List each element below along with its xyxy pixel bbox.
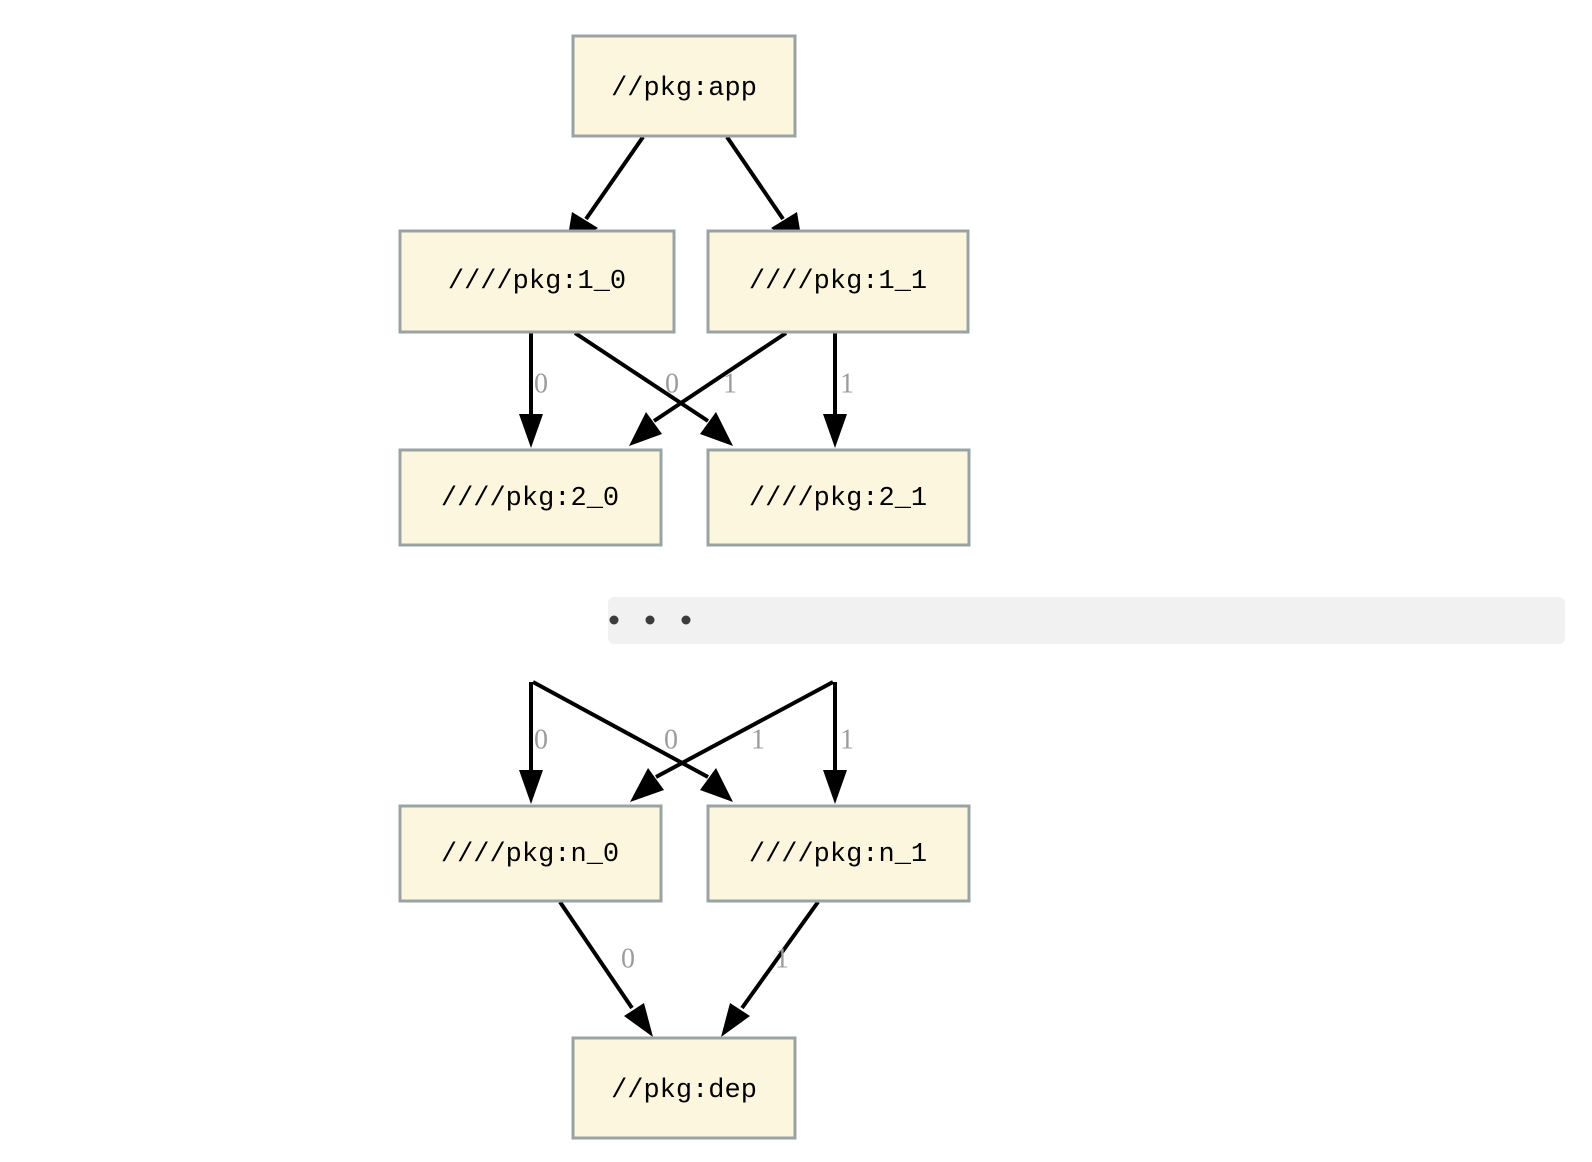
node-pkg-2_0[interactable]: ////pkg:2_0 <box>398 448 663 547</box>
edge-line <box>532 680 709 779</box>
node-box[interactable] <box>398 448 663 547</box>
node-label: ////pkg:2_1 <box>749 484 927 514</box>
edge-line <box>652 331 788 423</box>
node-app[interactable]: //pkg:app <box>571 34 797 138</box>
edge-label: 1 <box>723 368 737 399</box>
edge-n_1-to-dep: 1 <box>721 900 820 1037</box>
node-label: ////pkg:1_0 <box>448 267 626 297</box>
node-label: ////pkg:2_0 <box>441 484 619 514</box>
edge-dots2-to-n_1: 1 <box>823 682 854 804</box>
edge-dots-to-n_1: 0 <box>532 680 733 802</box>
edge-dots2-to-n_0: 1 <box>630 680 834 802</box>
edge-label: 0 <box>665 368 679 399</box>
edge-label: 1 <box>751 724 765 755</box>
edge-line <box>584 135 645 221</box>
edge-line <box>655 680 834 779</box>
edge-dots-to-n_0: 0 <box>519 682 548 804</box>
node-box[interactable] <box>398 229 676 334</box>
edge-1_1-to-2_1: 1 <box>823 333 854 448</box>
node-box[interactable] <box>571 34 797 138</box>
edge-label: 1 <box>840 724 854 755</box>
arrowhead-icon <box>721 1003 750 1037</box>
ellipsis-group <box>608 597 1565 644</box>
node-box[interactable] <box>706 804 971 903</box>
edge-1_0-to-2_1: 0 <box>573 331 733 446</box>
edge-label: 0 <box>534 368 548 399</box>
edge-n_0-to-dep: 0 <box>558 900 653 1037</box>
edge-1_0-to-2_0: 0 <box>519 333 548 448</box>
node-pkg-2_1[interactable]: ////pkg:2_1 <box>706 448 971 547</box>
arrowhead-icon <box>700 768 733 802</box>
edge-label: 0 <box>534 724 548 755</box>
edge-line <box>573 331 710 423</box>
node-box[interactable] <box>398 804 663 903</box>
edge-1_1-to-2_0: 1 <box>629 331 788 446</box>
ellipsis-dot-1 <box>609 615 619 625</box>
node-label: //pkg:app <box>611 74 757 104</box>
edge-label: 0 <box>621 943 635 974</box>
ellipsis-dot-3 <box>681 615 691 625</box>
node-pkg-1_1[interactable]: ////pkg:1_1 <box>706 229 970 334</box>
edge-line <box>740 900 820 1010</box>
node-label: //pkg:dep <box>611 1076 757 1106</box>
edge-line <box>558 900 634 1010</box>
node-label: ////pkg:1_1 <box>749 267 927 297</box>
node-box[interactable] <box>571 1036 797 1140</box>
ellipsis-band <box>608 597 1565 644</box>
node-label: ////pkg:n_0 <box>441 840 619 870</box>
node-pkg-n_1[interactable]: ////pkg:n_1 <box>706 804 971 903</box>
edge-label: 1 <box>840 368 854 399</box>
arrowhead-icon <box>823 414 847 448</box>
arrowhead-icon <box>624 1003 653 1037</box>
arrowhead-icon <box>519 414 543 448</box>
edge-line <box>725 135 785 221</box>
edge-label: 0 <box>664 724 678 755</box>
node-label: ////pkg:n_1 <box>749 840 927 870</box>
ellipsis-dot-2 <box>645 615 655 625</box>
node-pkg-n_0[interactable]: ////pkg:n_0 <box>398 804 663 903</box>
node-box[interactable] <box>706 448 971 547</box>
arrowhead-icon <box>700 412 733 446</box>
node-pkg-1_0[interactable]: ////pkg:1_0 <box>398 229 676 334</box>
node-dep[interactable]: //pkg:dep <box>571 1036 797 1140</box>
node-box[interactable] <box>706 229 970 334</box>
arrowhead-icon <box>519 770 543 804</box>
arrowhead-icon <box>630 768 664 802</box>
arrowhead-icon <box>629 412 662 446</box>
arrowhead-icon <box>823 770 847 804</box>
edge-label: 1 <box>775 943 789 974</box>
